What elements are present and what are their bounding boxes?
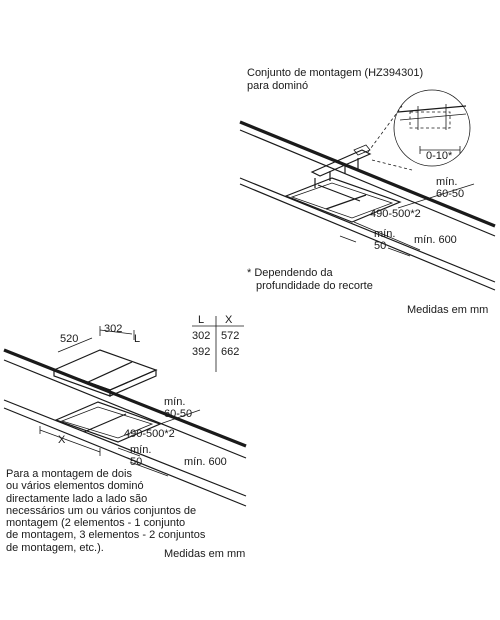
dimension-table-lines [192,316,244,372]
top-cutout-depth: 490-500*2 [370,208,421,220]
bottom-units: Medidas em mm [164,548,246,560]
top-units: Medidas em mm [407,304,489,316]
dimension-L-label: L [134,333,141,345]
table-row-2-L: 392 [192,346,211,358]
top-title-line2: para dominó [247,80,309,92]
bottom-min-value-1: 60-50 [164,408,193,420]
top-title-line1: Conjunto de montagem (HZ394301) [247,67,424,79]
table-header-X: X [225,314,233,326]
bottom-min-label-1: mín. [164,396,186,408]
detail-gap-label: 0-10* [426,150,453,162]
table-row-2-X: 662 [221,346,240,358]
top-min-600: mín. 600 [414,234,457,246]
width-302-label: 302 [104,323,123,335]
top-min-value-1: 60-50 [436,188,465,200]
table-row-1-L: 302 [192,330,211,342]
width-520-label: 520 [60,333,79,345]
top-installation-drawing [239,89,496,291]
dimension-X-label: X [58,434,66,446]
bottom-min-value-2: 50 [130,456,143,468]
bottom-min-label-2: mín. [130,444,152,456]
bottom-min-600: mín. 600 [184,456,227,468]
table-header-L: L [198,314,205,326]
top-min-value-2: 50 [374,240,387,252]
top-min-label-2: mín. [374,228,396,240]
top-footnote-line2: profundidade do recorte [256,280,373,292]
table-row-1-X: 572 [221,330,240,342]
top-min-label-1: mín. [436,176,458,188]
top-footnote-line1: * Dependendo da [247,267,333,279]
bottom-cutout-depth: 490-500*2 [124,428,175,440]
bottom-mounting-note: Para a montagem de dois ou vários elemen… [6,468,206,554]
bottom-installation-drawing [3,326,247,507]
